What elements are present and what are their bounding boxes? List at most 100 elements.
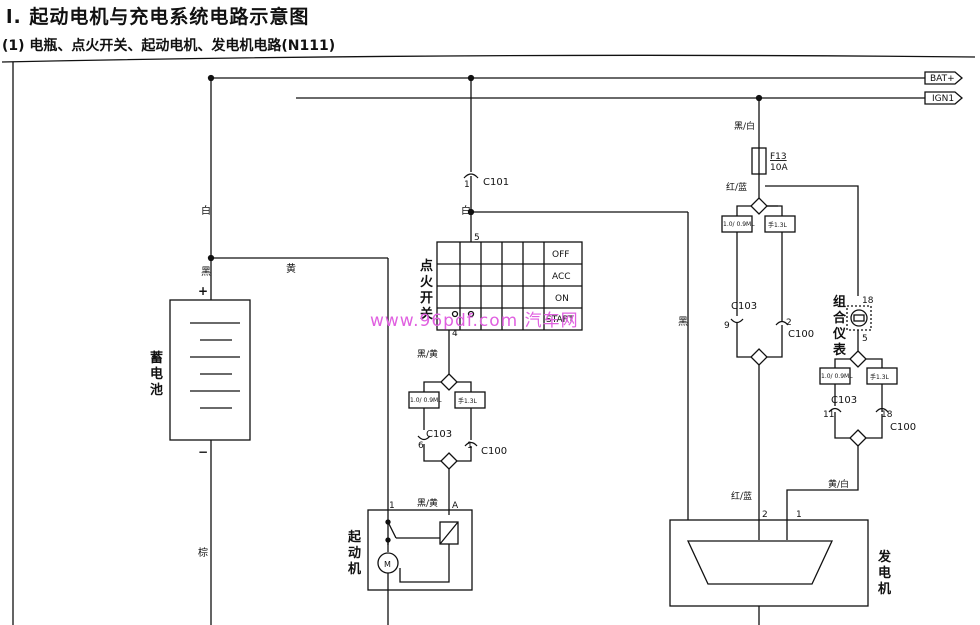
c100-start-label: C100 <box>481 446 507 457</box>
connector-c100-charge <box>775 320 789 326</box>
starter-switch-blade <box>387 521 397 539</box>
variant-label-a: 1.0/ 0.9ML <box>410 397 442 404</box>
fuse-rating: 10A <box>770 163 788 173</box>
wire-charge-split <box>736 205 783 216</box>
bat-terminal <box>924 71 963 85</box>
switch-label-1: 点 <box>420 258 433 274</box>
wire-to-cluster <box>765 185 859 296</box>
switch-pos-start: START <box>546 315 574 325</box>
variant-label-c: 1.0/ 0.9ML <box>723 221 755 228</box>
title-text: 起动电机与充电系统电路示意图 <box>29 6 310 28</box>
ign-terminal <box>924 91 963 105</box>
header-rule <box>1 54 976 63</box>
c100-charge-pin: 2 <box>786 318 792 328</box>
splice-cluster-bottom <box>849 429 867 447</box>
bat-terminal-label: BAT+ <box>930 74 955 84</box>
switch-label-4: 关 <box>420 306 433 322</box>
connector-c100-cluster <box>875 407 889 413</box>
title-prefix: l. <box>6 6 22 28</box>
alternator-pin-2: 2 <box>762 510 768 520</box>
c100-cluster-pin: 18 <box>881 410 893 420</box>
fuse-id: F13 <box>770 152 787 162</box>
starter-label-1: 起 <box>347 529 362 545</box>
switch-pos-acc: ACC <box>552 272 571 282</box>
starter-label-2: 动 <box>348 546 361 561</box>
cluster-pin-5: 5 <box>862 334 868 344</box>
wire-label-black-white: 黑/白 <box>734 120 755 132</box>
alternator-label-3: 机 <box>878 581 891 597</box>
switch-pin-top: 5 <box>474 233 480 243</box>
ignition-switch-grid <box>436 241 583 331</box>
cluster-label-1: 组 <box>833 294 846 310</box>
wire-label-black-2: 黑 <box>678 316 688 328</box>
wire-label-white-1: 白 <box>201 204 211 217</box>
switch-label-2: 火 <box>420 275 434 290</box>
wire-solenoid-link <box>396 537 450 583</box>
switch-contact <box>467 310 475 318</box>
connector-c103-start <box>417 435 431 441</box>
wire-label-black-yellow-1: 黑/黄 <box>417 348 438 360</box>
c103-start-pin: 6 <box>418 441 424 451</box>
battery-label-3: 池 <box>150 382 163 398</box>
alternator-label-2: 电 <box>878 565 891 581</box>
variant-box-b <box>454 391 486 409</box>
battery-label-2: 电 <box>150 366 163 382</box>
c103-charge-label: C103 <box>731 301 757 312</box>
ign-terminal-label: IGN1 <box>932 94 954 104</box>
cluster-pin-18: 18 <box>862 296 874 306</box>
connector-c103-cluster <box>828 407 842 413</box>
variant-label-f: 手1.3L <box>870 373 890 381</box>
wire-label-black-1: 黑 <box>201 266 211 278</box>
c103-cluster-label: C103 <box>831 395 857 406</box>
c100-cluster-label: C100 <box>890 422 916 433</box>
cluster-label-3: 仪 <box>832 327 847 342</box>
junction-fuse <box>755 94 763 102</box>
starter-body <box>367 509 473 591</box>
c103-charge-pin: 9 <box>724 321 730 331</box>
page-title: l. 起动电机与充电系统电路示意图 <box>6 2 309 29</box>
switch-contact <box>451 310 459 318</box>
alternator-rectifier <box>686 540 834 585</box>
cluster-label-2: 合 <box>833 310 847 326</box>
variant-label-b: 手1.3L <box>458 397 478 405</box>
splice-charge-bottom <box>750 348 768 366</box>
switch-label-3: 开 <box>420 291 433 306</box>
starter-motor-label: M <box>384 560 391 569</box>
wire-label-red-blue-2: 红/蓝 <box>731 490 752 502</box>
page-subtitle: (1) 电瓶、点火开关、起动电机、发电机电路(N111) <box>2 38 336 54</box>
wire-join-charge <box>736 323 783 358</box>
wire-label-yellow-white: 黄/白 <box>828 478 849 490</box>
alternator-pin-1: 1 <box>796 510 802 520</box>
charge-lamp-symbol <box>853 314 865 322</box>
cluster-label-4: 表 <box>832 342 847 358</box>
watermark: www.96pdf.com 汽车网 <box>370 311 579 331</box>
connector-c101 <box>463 173 479 179</box>
wire-variant-split <box>423 381 472 392</box>
cluster-box <box>846 305 872 331</box>
starter-pin-1: 1 <box>389 501 395 511</box>
solenoid-coil <box>439 521 459 545</box>
starter-pin-a: A <box>452 501 459 511</box>
c100-start-pin: 1 <box>467 441 473 451</box>
splice-cluster-top <box>849 350 867 368</box>
battery-minus-label: − <box>198 445 208 459</box>
wire-label-white-2: 白 <box>461 204 471 217</box>
starter-label-3: 机 <box>348 561 361 577</box>
variant-label-d: 手1.3L <box>768 221 788 229</box>
switch-pin-bottom: 4 <box>452 329 458 339</box>
wire-cluster-alt <box>786 446 859 540</box>
battery-plus-label: + <box>198 284 208 298</box>
junction-bat <box>207 74 215 82</box>
c101-pin: 1 <box>464 180 470 190</box>
splice-start-top <box>440 373 458 391</box>
junction-switch-feed <box>467 74 475 82</box>
connector-c103-charge <box>730 318 744 324</box>
variant-box-d <box>764 215 796 233</box>
battery-body <box>169 299 251 441</box>
switch-pos-off: OFF <box>552 250 569 260</box>
c101-label: C101 <box>483 177 509 188</box>
wire-label-yellow: 黄 <box>286 262 296 275</box>
alternator-body <box>669 519 869 607</box>
wire-join-start <box>423 444 472 462</box>
